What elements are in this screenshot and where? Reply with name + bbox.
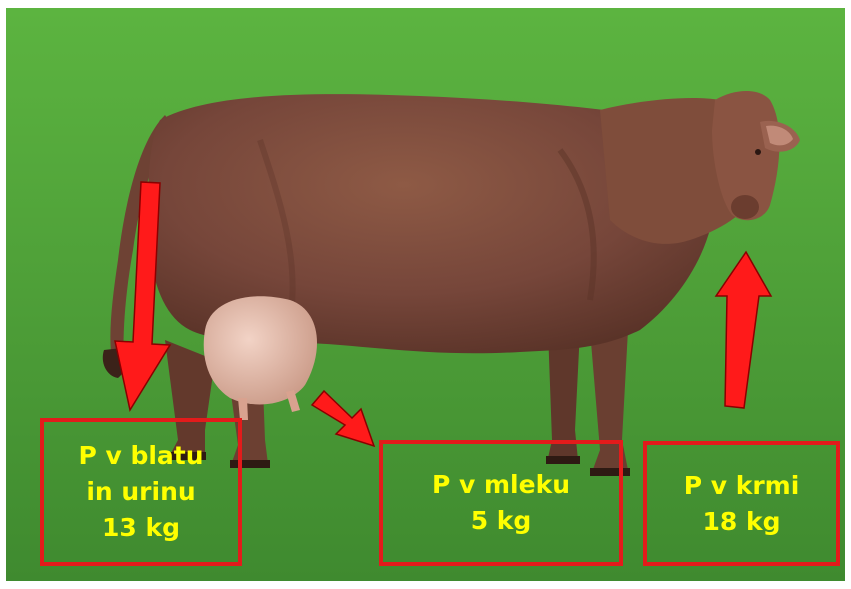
feces-urine-line-1: P v blatu — [78, 438, 203, 474]
feed-label-box: P v krmi 18 kg — [643, 441, 840, 566]
milk-amount: 5 kg — [471, 503, 532, 539]
milk-label-box: P v mleku 5 kg — [379, 440, 623, 566]
feed-amount: 18 kg — [702, 504, 780, 540]
feces-urine-label-box: P v blatu in urinu 13 kg — [40, 418, 242, 566]
feces-urine-amount: 13 kg — [102, 510, 180, 546]
feces-urine-line-2: in urinu — [86, 474, 195, 510]
feed-line-1: P v krmi — [684, 468, 800, 504]
milk-line-1: P v mleku — [432, 467, 570, 503]
